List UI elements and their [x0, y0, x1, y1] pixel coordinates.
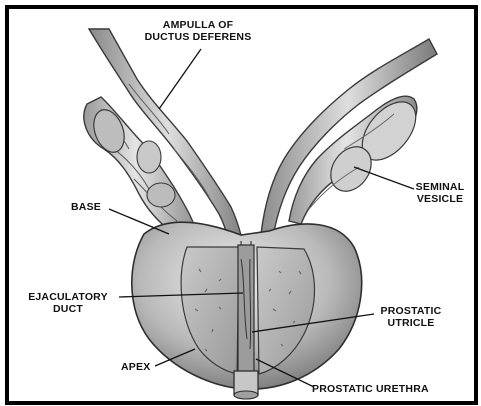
label-urethra-text: PROSTATIC URETHRA: [312, 383, 429, 395]
label-prostatic-urethra: PROSTATIC URETHRA: [312, 383, 429, 395]
right-seminal-vesicle: [289, 92, 426, 224]
label-utricle-line1: PROSTATIC: [372, 305, 450, 317]
label-ejaculatory-duct: EJACULATORY DUCT: [15, 291, 121, 315]
label-ampulla-line2: DUCTUS DEFERENS: [133, 31, 263, 43]
leader-ampulla: [159, 49, 201, 109]
label-seminal-line2: VESICLE: [411, 193, 469, 205]
label-seminal-line1: SEMINAL: [411, 181, 469, 193]
label-apex: APEX: [121, 361, 150, 373]
label-prostatic-utricle: PROSTATIC UTRICLE: [372, 305, 450, 329]
label-ejaculatory-line1: EJACULATORY: [15, 291, 121, 303]
label-base: BASE: [71, 201, 101, 213]
label-seminal-vesicle: SEMINAL VESICLE: [411, 181, 469, 205]
label-utricle-line2: UTRICLE: [372, 317, 450, 329]
label-ampulla-line1: AMPULLA OF: [133, 19, 263, 31]
label-apex-text: APEX: [121, 361, 150, 373]
diagram-frame: AMPULLA OF DUCTUS DEFERENS BASE SEMINAL …: [5, 5, 478, 405]
label-base-text: BASE: [71, 201, 101, 213]
label-ejaculatory-line2: DUCT: [15, 303, 121, 315]
label-ampulla-of-ductus-deferens: AMPULLA OF DUCTUS DEFERENS: [133, 19, 263, 43]
left-seminal-vesicle: [84, 97, 199, 241]
prostate-gland: [132, 222, 362, 399]
